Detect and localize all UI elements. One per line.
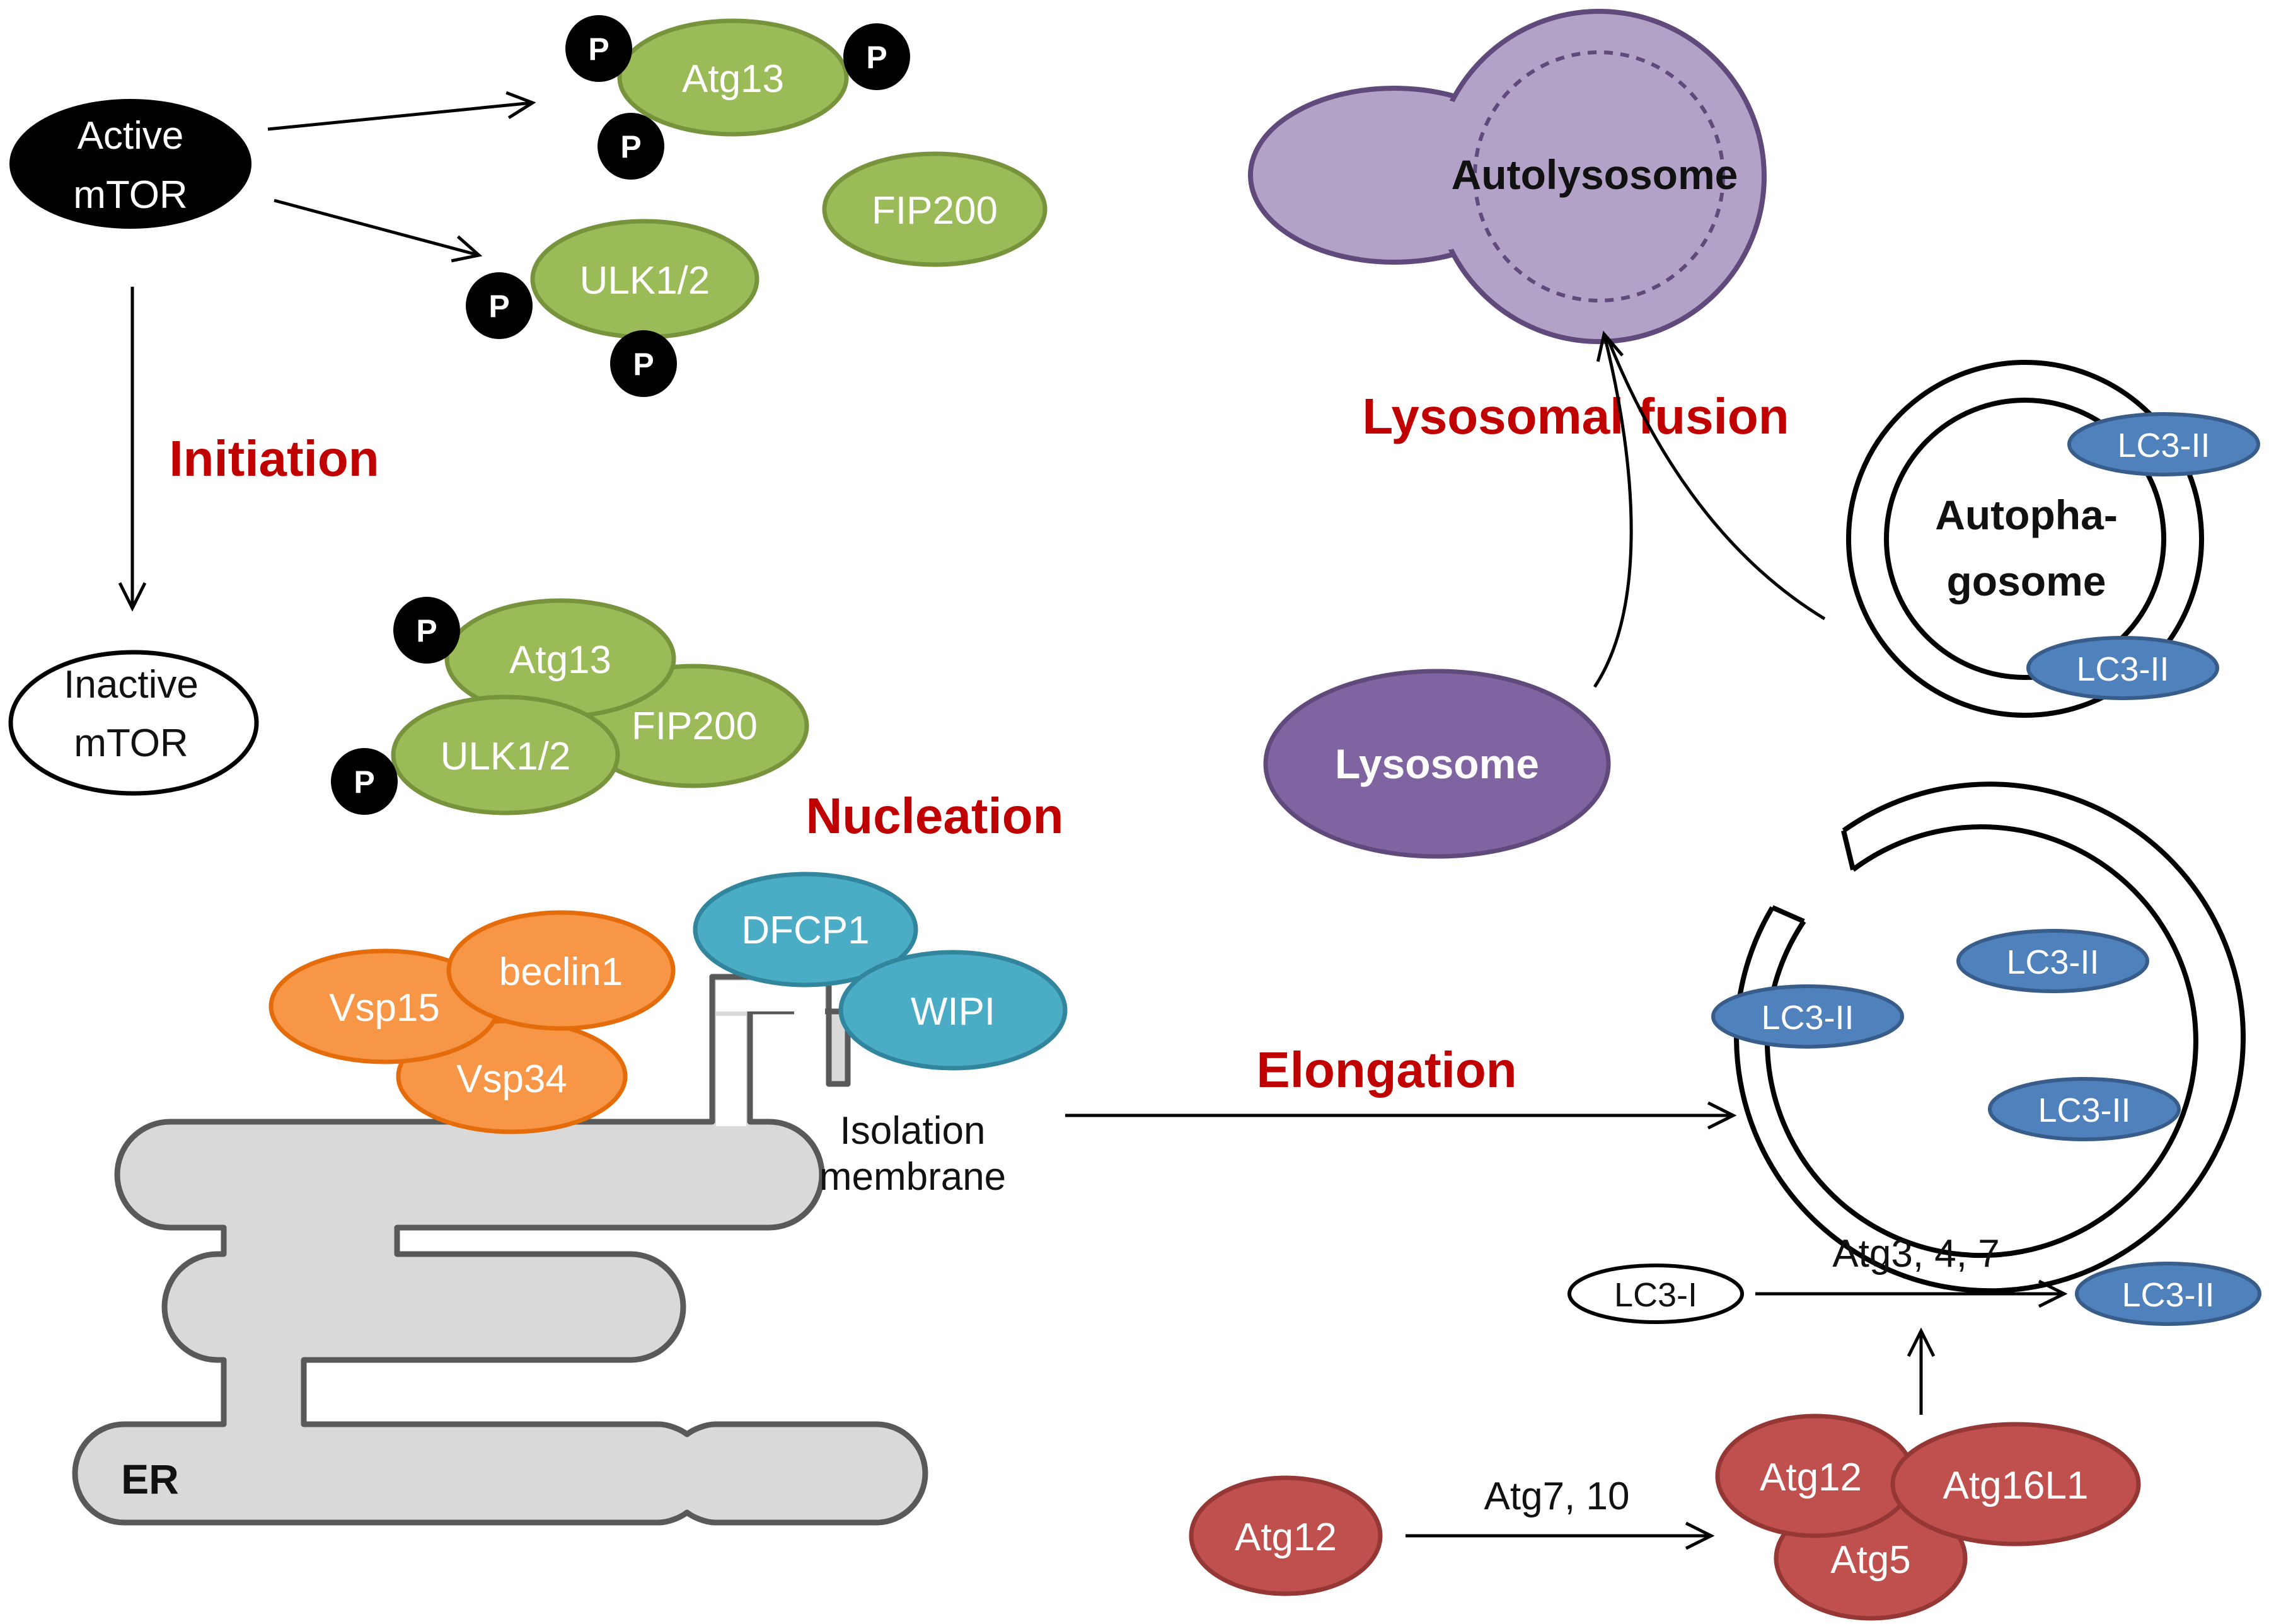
er: ER xyxy=(72,974,928,1526)
lc3-ii-marker: LC3-II xyxy=(1711,984,1904,1049)
isolation-membrane-label: Isolation membrane xyxy=(819,1109,1006,1199)
svg-text:Atg13: Atg13 xyxy=(509,638,611,682)
phagophore xyxy=(1734,781,2246,1294)
atg16l1: Atg16L1 xyxy=(1890,1422,2141,1546)
lc3-i: LC3-I xyxy=(1568,1264,1744,1324)
lc3-ii-marker: LC3-II xyxy=(2026,636,2219,700)
dfcp1: DFCP1 xyxy=(693,872,918,988)
svg-text:Autolysosome: Autolysosome xyxy=(1452,151,1738,198)
ulk-phosphorylated: ULK1/2 xyxy=(530,219,759,340)
phospho-marker: P xyxy=(466,272,533,339)
svg-text:P: P xyxy=(866,40,887,75)
svg-text:gosome: gosome xyxy=(1946,558,2106,604)
atg12-conjugation-enzymes: Atg7, 10 xyxy=(1484,1475,1630,1518)
inactive-mtor: Inactive mTOR xyxy=(8,650,259,796)
svg-text:Atg16L1: Atg16L1 xyxy=(1943,1464,2089,1507)
svg-text:LC3-II: LC3-II xyxy=(2006,943,2099,981)
ulk: ULK1/2 xyxy=(391,694,620,815)
svg-text:LC3-II: LC3-II xyxy=(2117,427,2210,464)
ulk-complex: FIP200 Atg13 ULK1/2 P P xyxy=(331,597,809,815)
svg-text:LC3-II: LC3-II xyxy=(1761,999,1854,1037)
svg-text:P: P xyxy=(354,764,374,800)
pi3k-complex: Vsp34 Vsp15 beclin1 xyxy=(268,910,676,1134)
svg-text:Vsp34: Vsp34 xyxy=(456,1057,567,1101)
lc3-ii-marker: LC3-II xyxy=(1988,1077,2181,1141)
lc3-conversion-enzymes: Atg3, 4, 7 xyxy=(1832,1232,1999,1276)
phospho-marker: P xyxy=(565,15,632,82)
svg-text:beclin1: beclin1 xyxy=(499,950,623,994)
svg-text:Inactive: Inactive xyxy=(64,663,199,706)
svg-text:LC3-II: LC3-II xyxy=(2122,1276,2214,1314)
svg-text:ULK1/2: ULK1/2 xyxy=(441,735,571,778)
svg-text:Autopha-: Autopha- xyxy=(1935,492,2118,538)
svg-text:Atg5: Atg5 xyxy=(1830,1538,1911,1582)
fip200: FIP200 xyxy=(822,151,1048,267)
svg-text:FIP200: FIP200 xyxy=(872,189,998,233)
phospho-marker: P xyxy=(610,330,677,397)
lc3-ii-marker: LC3-II xyxy=(1956,929,2149,993)
arrow-lysosome-to-autolysosome xyxy=(1593,334,1633,688)
phospho-marker: P xyxy=(598,113,664,180)
autolysosome: Autolysosome xyxy=(1248,9,1767,344)
active-mtor: Active mTOR xyxy=(9,99,251,229)
lysosome: Lysosome xyxy=(1263,669,1611,859)
svg-text:P: P xyxy=(620,129,641,164)
arrow-autophagosome-to-autolysosome xyxy=(1605,337,1826,621)
svg-text:Active: Active xyxy=(78,114,184,158)
atg12: Atg12 xyxy=(1715,1414,1915,1538)
phospho-marker: P xyxy=(331,748,398,815)
svg-text:mTOR: mTOR xyxy=(74,722,188,765)
svg-text:ER: ER xyxy=(121,1456,179,1502)
atg12-atg5-atg16l1-complex: Atg5 Atg12 Atg16L1 xyxy=(1715,1414,2141,1621)
phospho-marker: P xyxy=(393,597,460,664)
svg-text:mTOR: mTOR xyxy=(73,173,187,217)
svg-text:Atg13: Atg13 xyxy=(682,57,784,101)
svg-text:FIP200: FIP200 xyxy=(632,705,758,748)
atg13-phosphorylated: Atg13 xyxy=(617,18,849,137)
svg-text:membrane: membrane xyxy=(819,1155,1006,1199)
lc3-ii: LC3-II xyxy=(2075,1262,2261,1326)
stage-nucleation: Nucleation xyxy=(806,788,1064,844)
atg12: Atg12 xyxy=(1189,1475,1383,1596)
svg-text:P: P xyxy=(416,613,437,648)
stage-initiation: Initiation xyxy=(169,430,379,487)
svg-text:P: P xyxy=(488,289,509,324)
svg-text:Isolation: Isolation xyxy=(840,1109,986,1153)
svg-text:Lysosome: Lysosome xyxy=(1335,740,1539,787)
svg-text:P: P xyxy=(588,32,609,67)
svg-text:Vsp15: Vsp15 xyxy=(329,986,440,1030)
svg-text:LC3-II: LC3-II xyxy=(2038,1091,2130,1129)
atg13: Atg13 xyxy=(444,598,676,719)
wipi: WIPI xyxy=(838,950,1068,1071)
svg-text:WIPI: WIPI xyxy=(911,990,995,1034)
svg-text:ULK1/2: ULK1/2 xyxy=(580,259,710,302)
stage-elongation: Elongation xyxy=(1256,1042,1516,1098)
arrow-mtor-to-atg13 xyxy=(267,103,533,131)
svg-text:Atg12: Atg12 xyxy=(1235,1516,1337,1559)
lc3-ii-marker: LC3-II xyxy=(2067,412,2260,476)
svg-text:P: P xyxy=(633,347,654,382)
svg-text:LC3-II: LC3-II xyxy=(2076,650,2169,688)
dfcp1-wipi-complex: DFCP1 WIPI xyxy=(693,872,1068,1071)
stage-lysosomal-fusion: Lysosomal fusion xyxy=(1362,388,1789,444)
arrow-mtor-to-ulk xyxy=(274,199,479,255)
svg-text:LC3-I: LC3-I xyxy=(1614,1276,1697,1314)
svg-text:Atg12: Atg12 xyxy=(1760,1456,1862,1499)
phospho-marker: P xyxy=(843,23,910,90)
beclin1: beclin1 xyxy=(446,910,676,1031)
svg-text:DFCP1: DFCP1 xyxy=(741,909,869,952)
